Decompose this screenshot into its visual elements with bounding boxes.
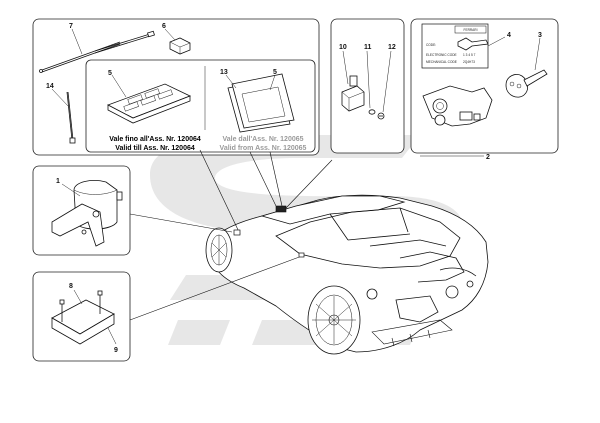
panel-sensor	[330, 18, 405, 154]
callout-10: 10	[339, 44, 347, 51]
callout-9: 9	[114, 347, 118, 354]
bracket-module-part	[51, 180, 123, 247]
card-mechanical-code-label: MECHANICAL CODE	[426, 60, 457, 64]
leader-6	[164, 28, 176, 41]
rear-wheel	[307, 285, 361, 355]
leader-4	[487, 36, 506, 47]
leader-1	[61, 183, 81, 197]
control-unit-part	[51, 290, 115, 345]
note-vale-fino: Vale fino all'Ass. Nr. 120064	[109, 136, 201, 143]
cable-tie-part	[66, 91, 76, 144]
callout-14: 14	[46, 83, 54, 90]
pointer-lines	[129, 149, 333, 321]
leader-14	[51, 88, 69, 107]
card-brand: FERRARI	[464, 28, 478, 32]
leader-13	[225, 74, 237, 89]
car-outline	[207, 194, 489, 353]
callout-8: 8	[69, 283, 73, 290]
rear-diffuser	[371, 319, 453, 347]
card-mechanical-code-value: 2Q4H73	[463, 60, 475, 64]
callout-1: 1	[56, 178, 60, 185]
note-vale-dall: Vale dall'Ass. Nr. 120065	[222, 136, 303, 143]
note-valid-from: Valid from Ass. Nr. 120065	[220, 145, 307, 152]
leader-7	[71, 28, 83, 55]
note-valid-till: Valid till Ass. Nr. 120064	[115, 145, 195, 152]
callout-7: 7	[69, 23, 73, 30]
ecu-new-part	[227, 73, 295, 133]
remote-key-part	[505, 69, 548, 98]
leader-5b	[269, 74, 276, 91]
leader-8	[73, 289, 83, 305]
leader-3	[534, 37, 541, 71]
callout-2: 2	[486, 154, 490, 161]
card-electronic-code-value: 1 3 4 5 7	[463, 53, 476, 57]
callout-11: 11	[364, 44, 372, 51]
code-card-part: FERRARI CODE: ELECTRONIC CODE 1 3 4 5 7 …	[421, 23, 489, 69]
front-wheel	[205, 227, 233, 273]
screw-part	[377, 112, 385, 120]
leader-5a	[111, 74, 127, 98]
sensor-part	[341, 75, 365, 112]
location-markers	[233, 205, 305, 258]
lock-set-part	[422, 85, 493, 127]
callout-12: 12	[388, 44, 396, 51]
leader-12	[382, 50, 392, 113]
leader-9	[107, 327, 117, 345]
antenna-module-part	[169, 37, 191, 55]
callout-5-new: 5	[273, 69, 277, 76]
antenna-cable-part	[39, 30, 155, 73]
leader-10	[342, 50, 349, 85]
ecu-old-part	[107, 83, 192, 124]
callout-4: 4	[507, 32, 511, 39]
callout-5-old: 5	[108, 70, 112, 77]
card-code-label: CODE:	[426, 43, 436, 47]
washer-part	[368, 109, 376, 115]
callout-6: 6	[162, 23, 166, 30]
card-electronic-code-label: ELECTRONIC CODE	[426, 53, 457, 57]
callout-13: 13	[220, 69, 228, 76]
leader-11	[366, 50, 371, 109]
callout-3: 3	[538, 32, 542, 39]
